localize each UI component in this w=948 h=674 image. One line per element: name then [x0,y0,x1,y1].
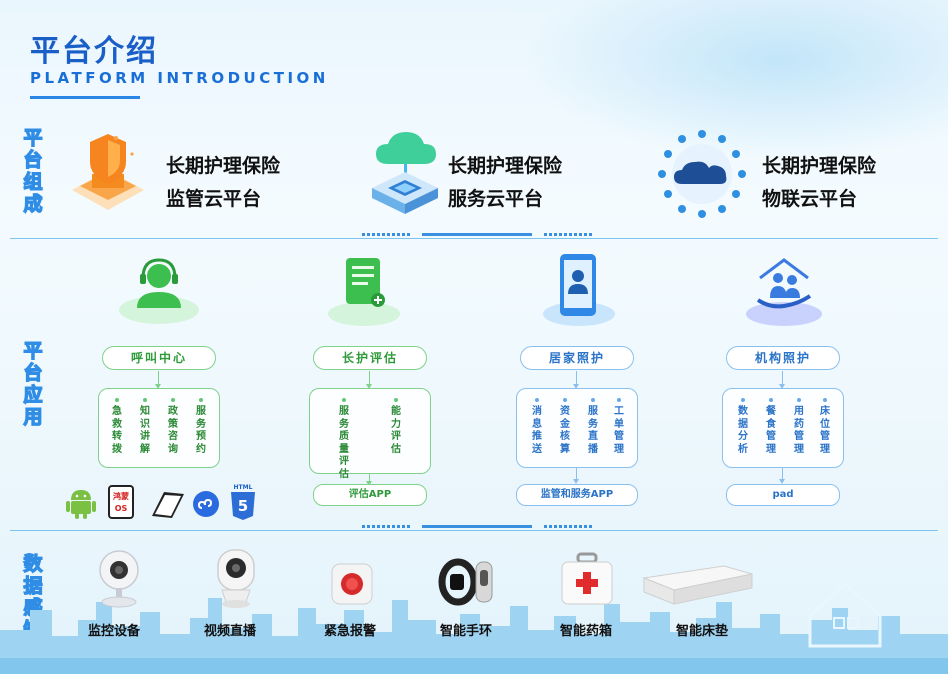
smart-home-outline-icon [808,581,882,648]
iot-cloud-icon [658,130,746,218]
platform-line1: 长期护理保险 [166,155,281,177]
app-title-assessment: 长护评估 [313,346,427,370]
divider-dash [362,233,410,236]
mobile-user-icon [543,254,615,326]
app-pill-assessment[interactable]: 评估APP [313,484,427,506]
divider-dash [544,525,592,528]
medicine-box-icon [561,552,613,605]
device-label: 视频直播 [204,624,257,639]
flow-arrow [573,371,579,389]
divider-bar [422,233,532,236]
platform-line2: 监管云平台 [166,188,262,210]
ptz-camera-icon [217,549,255,608]
smart-mattress-icon [642,565,753,605]
feature-item: 用药管理 [793,398,805,456]
section-divider [10,238,938,239]
section-label-application-text: 平台应用 [23,339,43,428]
feature-item: 资金核算 [559,398,571,456]
platform-label: 长期护理保险 服务云平台 [448,150,562,216]
tablet-icon [152,492,184,518]
mini-program-icon [193,491,219,517]
divider-bar [422,525,532,528]
cloud-server-icon [372,132,438,214]
shield-icon [72,134,144,210]
svg-text:5: 5 [238,497,248,515]
assessment-document-icon [328,258,400,326]
feature-item: 政策咨询 [167,398,179,456]
app-pill-home-care[interactable]: 监管和服务APP [516,484,638,506]
feature-item: 服务直播 [587,398,599,456]
device-label: 监控设备 [88,624,141,639]
feature-item: 工单管理 [613,398,625,456]
platform-line1: 长期护理保险 [762,155,877,177]
platform-label: 长期护理保险 监管云平台 [166,150,280,216]
device-label: 智能手环 [440,624,493,639]
flow-arrow [155,371,161,389]
device-label: 智能床垫 [676,624,729,639]
app-title-home-care: 居家照护 [520,346,634,370]
care-home-icon [746,258,822,326]
feature-item: 消息推送 [531,398,543,456]
divider-dash [362,525,410,528]
feature-item: 急救转拨 [111,398,123,456]
feature-item: 餐食管理 [765,398,777,456]
app-pill-institution-care[interactable]: pad [726,484,840,506]
platform-line2: 物联云平台 [762,188,858,210]
feature-item: 能力评估 [390,398,402,456]
webcam-icon [99,550,139,608]
platform-label: 长期护理保险 物联云平台 [762,150,876,216]
device-label: 紧急报警 [324,624,377,639]
app-feature-box: 急救转拨 知识讲解 政策咨询 服务预约 [98,388,220,468]
flow-arrow [366,371,372,389]
flow-arrow [779,468,785,484]
app-title-call-center: 呼叫中心 [102,346,216,370]
feature-item: 服务预约 [195,398,207,456]
platform-line2: 服务云平台 [448,188,544,210]
device-label: 智能药箱 [560,624,613,639]
divider-dash [544,233,592,236]
flow-arrow [366,474,372,486]
feature-item: 数据分析 [737,398,749,456]
feature-item: 服务质量评估 [338,398,350,481]
harmony-os-icon: 鸿蒙 OS [108,485,134,519]
city-skyline [0,598,948,674]
title-underline [30,96,140,99]
emergency-button-icon [331,563,373,605]
section-divider [10,530,938,531]
page-subtitle: PLATFORM INTRODUCTION [30,69,329,87]
app-feature-box: 消息推送 资金核算 服务直播 工单管理 [516,388,638,468]
flow-arrow [779,371,785,389]
platform-line1: 长期护理保险 [448,155,563,177]
feature-item: 知识讲解 [139,398,151,456]
feature-item: 床位管理 [819,398,831,456]
html5-icon: HTML 5 [229,484,257,522]
app-feature-box: 数据分析 餐食管理 用药管理 床位管理 [722,388,844,468]
app-feature-box: 服务质量评估 能力评估 [309,388,431,480]
section-label-composition-text: 平台组成 [23,126,43,215]
android-icon [66,490,96,519]
app-title-institution-care: 机构照护 [726,346,840,370]
headset-agent-icon [119,258,199,324]
page-title: 平台介绍 [30,34,158,69]
flow-arrow [573,468,579,484]
smart-band-icon [438,558,493,606]
